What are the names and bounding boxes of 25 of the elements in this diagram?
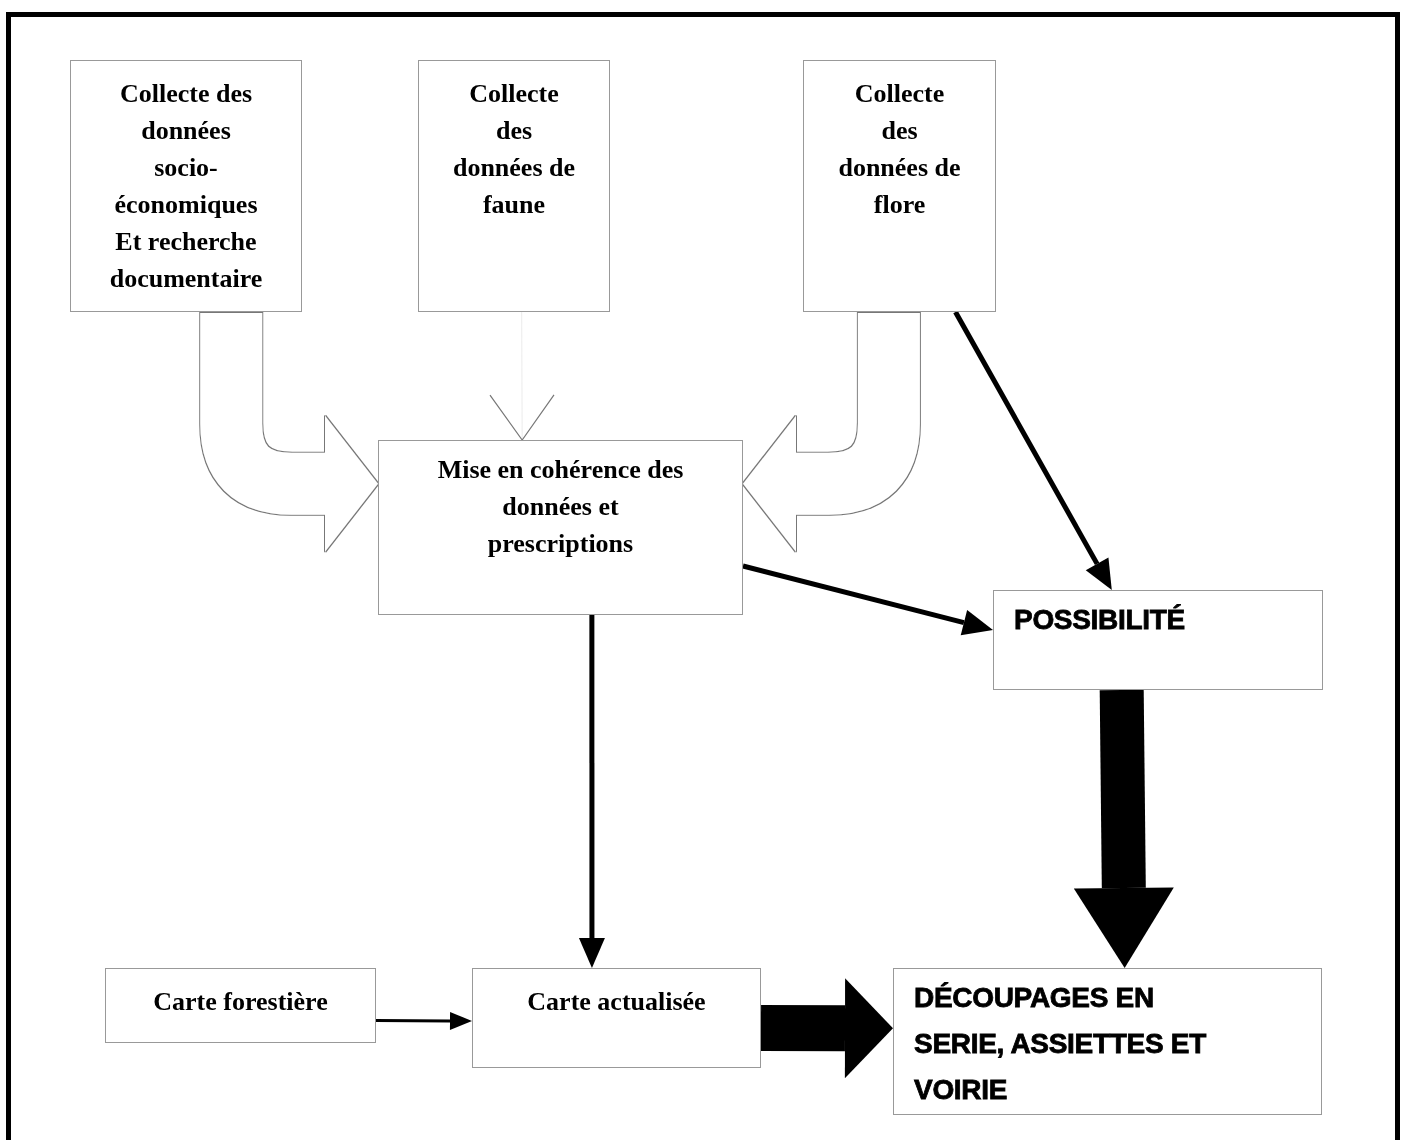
- box-label: Carte forestière: [153, 986, 328, 1018]
- box-label: Mise en cohérence des données et prescriptions: [436, 454, 685, 560]
- arrow: [953, 310, 1112, 590]
- arrow: [578, 615, 605, 968]
- process-box: [418, 60, 610, 312]
- box-label: DÉCOUPAGES EN SERIE, ASSIETTES ET VOIRIE: [914, 981, 1207, 1107]
- block-arrow: [743, 313, 920, 552]
- arrow: [489, 311, 555, 441]
- block-arrow: [760, 978, 893, 1079]
- box-label: Collecte des données de faune: [451, 78, 577, 221]
- process-box: [893, 968, 1322, 1115]
- box-label: Carte actualisée: [527, 986, 706, 1018]
- process-box: [803, 60, 996, 312]
- process-box: [105, 968, 376, 1043]
- block-arrow: [1073, 689, 1174, 968]
- block-arrow: [200, 313, 378, 552]
- box-label: Collecte des données de flore: [837, 78, 962, 221]
- process-box: [70, 60, 302, 312]
- box-label: POSSIBILITÉ: [1014, 603, 1185, 637]
- process-box: [993, 590, 1323, 690]
- process-box: [378, 440, 743, 615]
- box-label: Collecte des données socio-économiques Et recherche documentaire: [108, 78, 264, 295]
- process-box: [472, 968, 761, 1068]
- arrow: [376, 1011, 472, 1030]
- arrow: [742, 563, 993, 636]
